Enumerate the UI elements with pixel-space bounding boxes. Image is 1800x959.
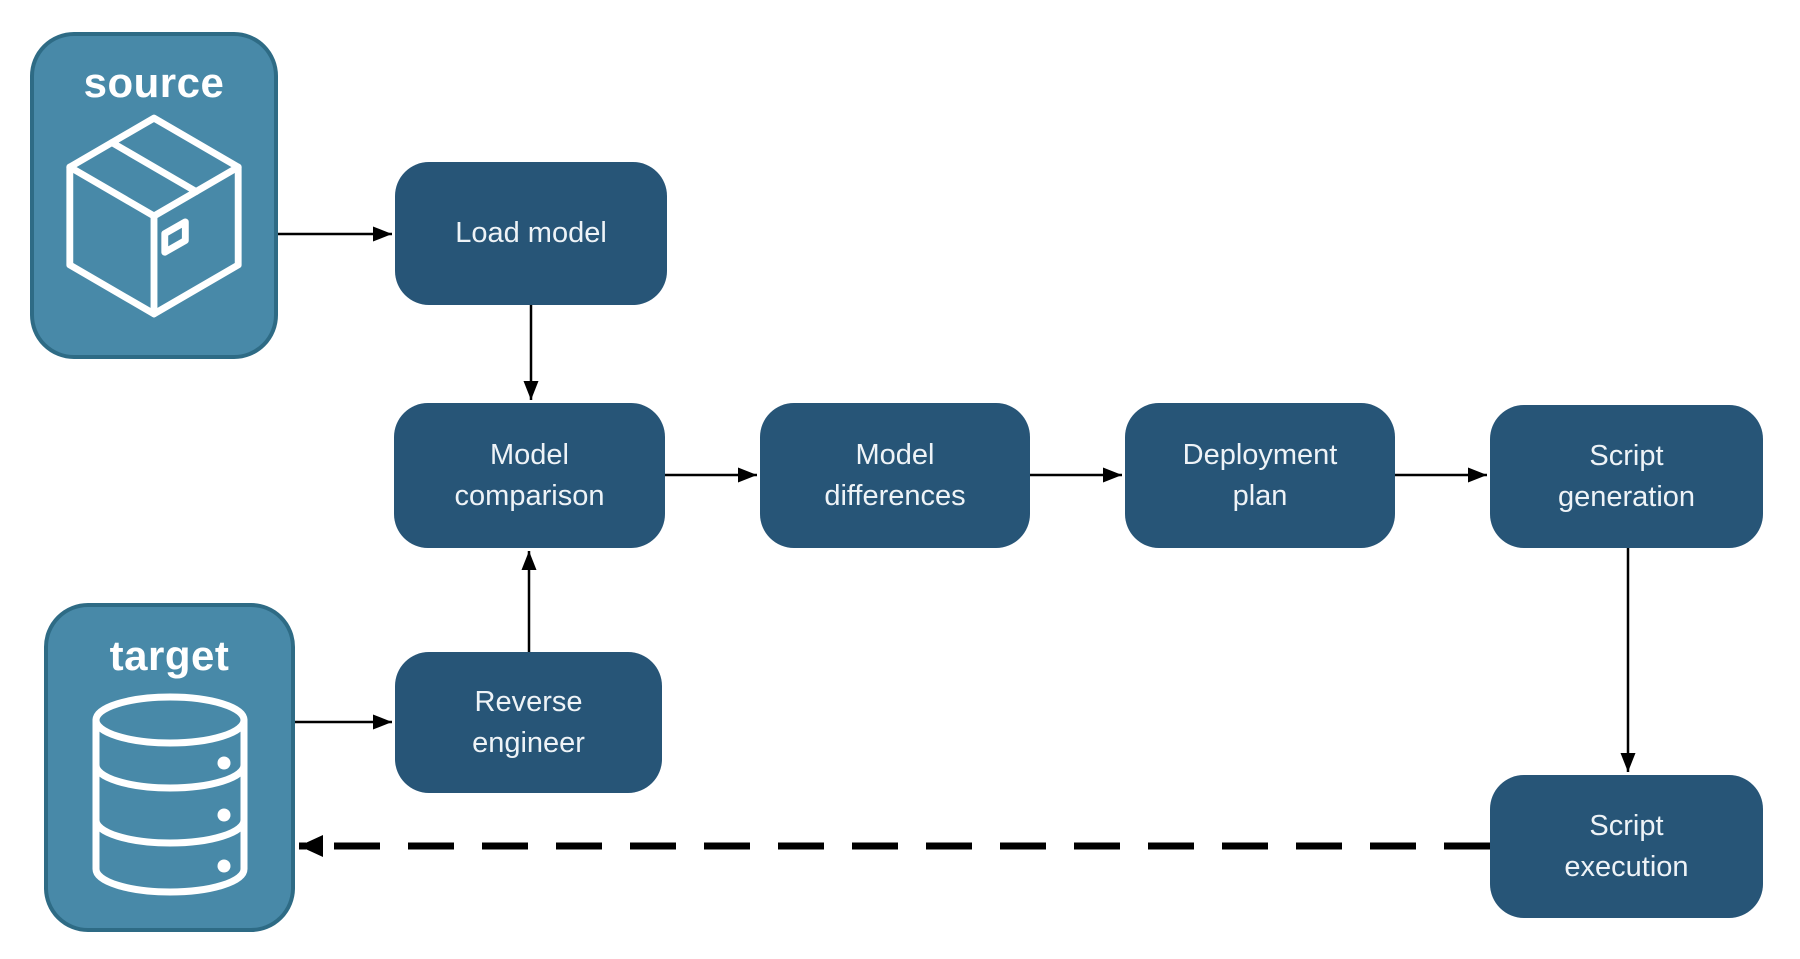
node-deployment-plan-label: Deployment plan — [1182, 439, 1338, 512]
endpoint-source: source — [30, 32, 278, 359]
node-model-comparison: Model comparison — [394, 403, 665, 548]
database-icon — [92, 693, 247, 896]
endpoint-target-label: target — [109, 632, 230, 679]
node-load-model-label: Load model — [455, 217, 607, 250]
node-model-comparison-label: Model comparison — [454, 439, 605, 512]
node-script-execution-label: Script execution — [1564, 810, 1689, 883]
node-deployment-plan: Deployment plan — [1125, 403, 1395, 548]
package-icon — [66, 115, 242, 318]
node-script-generation-label: Script generation — [1557, 440, 1696, 513]
node-script-generation: Script generation — [1490, 405, 1763, 548]
node-model-differences-label: Model differences — [824, 439, 966, 512]
node-load-model: Load model — [395, 162, 667, 305]
endpoint-target: target — [44, 603, 295, 932]
node-model-differences: Model differences — [760, 403, 1030, 548]
endpoint-source-label: source — [83, 59, 225, 106]
node-reverse-engineer: Reverse engineer — [395, 652, 662, 793]
node-reverse-engineer-label: Reverse engineer — [472, 686, 585, 759]
node-script-execution: Script execution — [1490, 775, 1763, 918]
